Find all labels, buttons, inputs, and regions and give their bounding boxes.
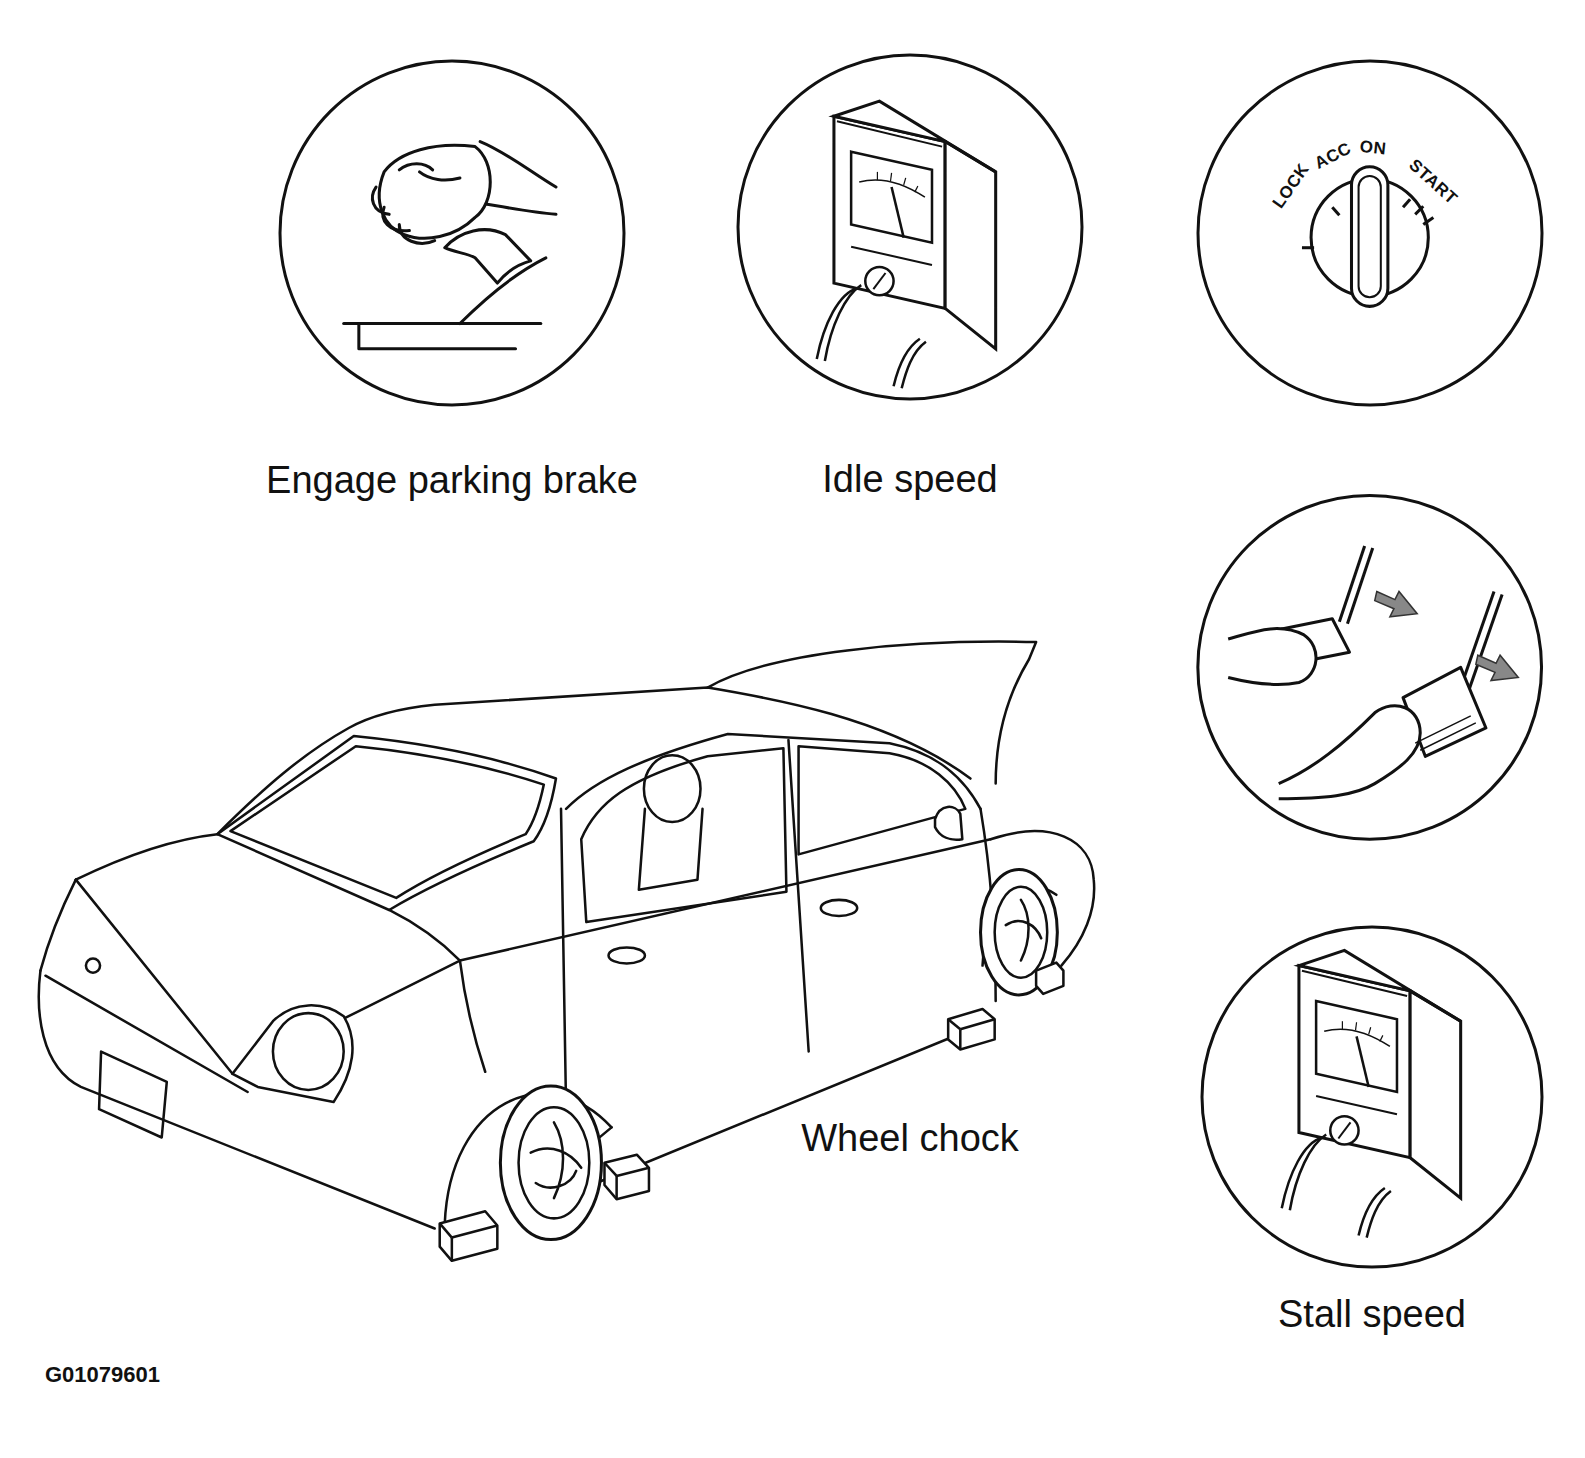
switch-position-label: ON — [1359, 137, 1387, 159]
caption-box: Stall speed — [1278, 1293, 1466, 1337]
caption: Engage parking brake — [266, 459, 638, 503]
circle-outline — [736, 53, 1084, 401]
circle-outline — [1196, 59, 1544, 407]
switch-position: ACC — [1311, 139, 1354, 174]
switch-position: LOCK — [1269, 160, 1314, 212]
illustration-circle: Idle speed — [736, 53, 1084, 508]
part-label-box: Wheel chock — [801, 1117, 1019, 1161]
switch-position: START — [1405, 155, 1461, 208]
caption-box: Idle speed — [822, 458, 997, 502]
circle-outline — [1200, 925, 1544, 1269]
switch-position-label: ACC — [1311, 139, 1354, 174]
switch-position: ON — [1359, 137, 1387, 159]
figure-code-box: G01079601 — [45, 1362, 160, 1387]
caption: Stall speed — [1278, 1293, 1466, 1337]
circle-outline — [278, 59, 626, 407]
illustration-circle: LOCKACCON START — [1196, 59, 1544, 407]
switch-position-label: START — [1405, 155, 1461, 208]
part-label: Wheel chock — [801, 1117, 1019, 1161]
illustration-circle: Engage parking brake — [278, 59, 626, 509]
figure-code: G01079601 — [45, 1362, 160, 1387]
switch-position-label: LOCK — [1269, 160, 1314, 212]
illustration-circle: Stall speed — [1200, 925, 1544, 1343]
caption-box: Engage parking brake — [266, 459, 638, 503]
caption: Idle speed — [822, 458, 997, 502]
